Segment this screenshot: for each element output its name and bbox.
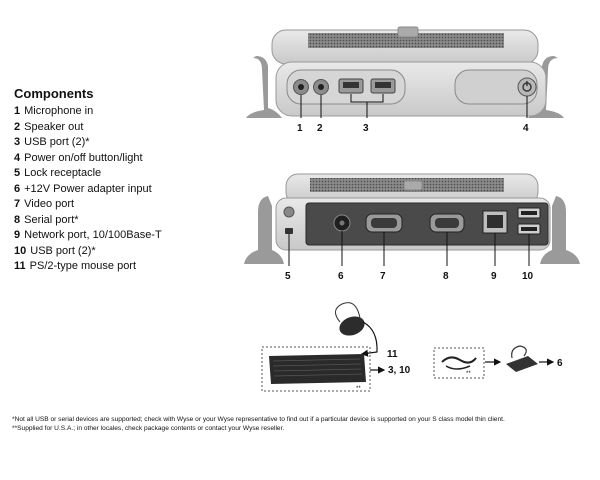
legend-num: 4 — [14, 151, 21, 164]
callout-10: 10 — [522, 271, 534, 282]
mouse-cable-loop — [335, 302, 361, 323]
legend-label: Microphone in — [24, 105, 94, 117]
lock-receptacle-screw — [283, 206, 295, 218]
power-cord-dashed-box — [433, 347, 485, 379]
legend-num: 9 — [14, 229, 21, 241]
keyboard — [269, 354, 366, 384]
callout-8: 8 — [443, 271, 449, 282]
callout-9: 9 — [491, 271, 497, 282]
lock-receptacle — [285, 228, 293, 234]
back-view: 5 6 7 8 9 10 — [244, 173, 580, 282]
front-right-recess — [454, 69, 538, 105]
keyboard-key-rows — [272, 358, 363, 377]
callout-line-3 — [350, 94, 384, 118]
speaker-jack-hole — [318, 84, 324, 90]
footnote-usb-serial: *Not all USB or serial devices are suppo… — [12, 416, 505, 423]
back-usb-port-a-slot — [521, 211, 537, 215]
mouse — [339, 316, 365, 336]
callout-7: 7 — [380, 271, 386, 282]
legend-label: USB port (2)* — [30, 244, 96, 257]
power-cord — [441, 356, 477, 364]
mouse-arrow — [360, 321, 378, 357]
legend-label: Network port, 10/100Base-T — [24, 229, 162, 241]
video-port-pins — [371, 218, 397, 228]
legend-num: 1 — [14, 105, 21, 117]
legend-num: 11 — [14, 260, 26, 272]
legend-num: 3 — [14, 136, 21, 148]
network-port-jack — [487, 215, 503, 228]
legend-label: Power on/off button/light — [24, 151, 143, 164]
callout-1: 1 — [297, 123, 303, 134]
power-cord-note: ** — [466, 371, 471, 377]
legend-num: 6 — [14, 182, 21, 195]
back-right-stand — [540, 196, 580, 264]
back-left-stand — [244, 196, 284, 264]
front-usb-port-b-slot — [375, 82, 391, 88]
legend-num: 8 — [14, 213, 21, 226]
callout-3: 3 — [363, 123, 369, 134]
legend-label: Lock receptacle — [24, 167, 102, 179]
accessories: 11 ** 3, 10 ** 6 — [261, 302, 563, 392]
legend-label: Serial port* — [24, 213, 79, 226]
footnote-supplied: **Supplied for U.S.A.; in other locales,… — [12, 425, 285, 432]
power-button — [517, 77, 537, 97]
legend-label: Video port — [24, 198, 75, 210]
callout-4: 4 — [523, 123, 529, 134]
front-vent-grille — [308, 33, 504, 48]
power-adapter-pin — [339, 220, 345, 226]
legend-label: +12V Power adapter input — [24, 182, 152, 195]
serial-port-pins — [435, 218, 459, 228]
legend-label: USB port (2)* — [24, 136, 90, 148]
keyboard-dashed-box — [261, 346, 371, 392]
footnotes: *Not all USB or serial devices are suppo… — [12, 415, 592, 433]
front-top-clip — [397, 26, 419, 38]
power-adapter-cable — [511, 345, 527, 359]
callout-2: 2 — [317, 123, 323, 134]
power-cord-coil — [445, 365, 471, 370]
legend-num: 5 — [14, 167, 21, 179]
front-view: 1 2 3 4 — [246, 26, 564, 134]
legend-num: 7 — [14, 198, 21, 210]
keyboard-note: ** — [356, 386, 361, 392]
legend-num: 10 — [14, 244, 27, 257]
legend-num: 2 — [14, 120, 21, 133]
back-top-clip — [403, 180, 423, 191]
callout-6: 6 — [338, 271, 344, 282]
legend-label: Speaker out — [24, 120, 84, 133]
legend-title: Components — [14, 86, 94, 101]
power-adapter-brick — [506, 356, 538, 372]
microphone-jack-hole — [298, 84, 304, 90]
front-left-stand — [246, 56, 282, 118]
back-usb-port-b-slot — [521, 227, 537, 231]
legend-label: PS/2-type mouse port — [29, 260, 137, 272]
callout-power-6: 6 — [557, 358, 563, 369]
front-usb-port-a-slot — [343, 82, 359, 88]
legend-item-6: 6+12V Power adapter input — [14, 182, 214, 198]
callout-11: 11 — [387, 349, 398, 360]
callout-5: 5 — [285, 271, 291, 282]
callout-keyboard: 3, 10 — [388, 365, 411, 376]
